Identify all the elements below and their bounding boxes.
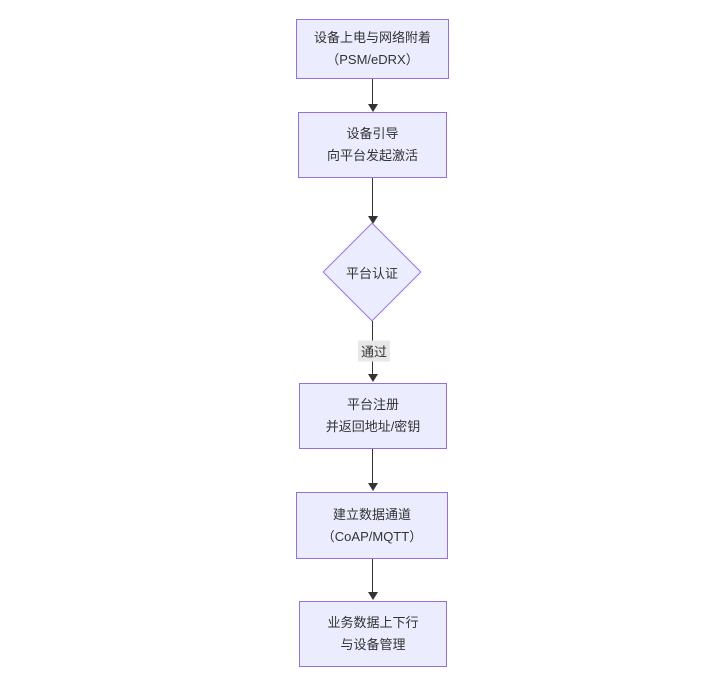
edge-a-b [372, 79, 373, 105]
node-label-line2: （CoAP/MQTT） [321, 528, 423, 544]
node-business-data-device-mgmt: 业务数据上下行 与设备管理 [299, 601, 447, 667]
edge-label-pass: 通过 [357, 340, 391, 362]
node-data-channel: 建立数据通道 （CoAP/MQTT） [296, 492, 448, 559]
edge-b-c [372, 178, 373, 217]
edge-d-e [372, 449, 373, 484]
node-label-line2: 并返回地址/密钥 [325, 419, 421, 434]
node-label-line1: 平台注册 [346, 397, 399, 412]
node-device-power-attach: 设备上电与网络附着 （PSM/eDRX） [296, 19, 449, 79]
arrowhead-a-b-icon [367, 104, 378, 112]
node-label-line2: 与设备管理 [340, 637, 406, 652]
node-label-line1: 设备引导 [346, 126, 399, 141]
node-label-line1: 平台认证 [345, 265, 398, 281]
node-platform-register: 平台注册 并返回地址/密钥 [299, 383, 447, 449]
arrowhead-d-e-icon [367, 483, 378, 491]
arrowhead-e-f-icon [367, 592, 378, 600]
arrowhead-c-d-icon [367, 374, 378, 382]
decision-node-platform-auth: 平台认证 [322, 222, 422, 322]
node-label-line2: （PSM/eDRX） [326, 52, 419, 67]
node-device-bootstrap: 设备引导 向平台发起激活 [298, 112, 447, 178]
edge-e-f [372, 559, 373, 593]
node-label-line1: 设备上电与网络附着 [313, 30, 431, 45]
node-label-line2: 向平台发起激活 [326, 148, 418, 163]
node-label-line1: 业务数据上下行 [327, 615, 419, 630]
node-label-line1: 建立数据通道 [332, 506, 411, 522]
arrowhead-b-c-icon [367, 216, 378, 224]
